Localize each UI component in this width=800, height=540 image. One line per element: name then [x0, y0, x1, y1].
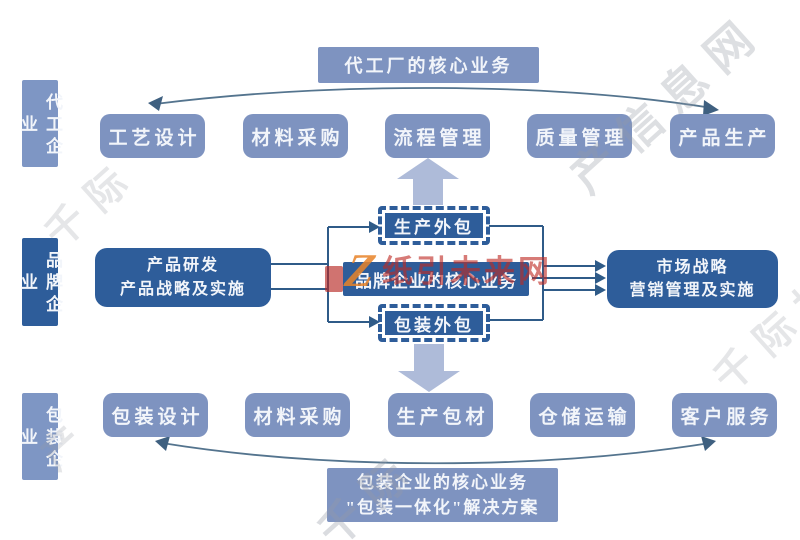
bottom-fan-arc: [161, 442, 711, 465]
up-block-arrow: [397, 158, 459, 205]
category-oem-enterprise: 代工企业: [18, 80, 62, 167]
top-fan-right-arrowhead: [703, 100, 719, 116]
brand-left-line1: 产品研发: [146, 257, 219, 275]
packaging-item-package-design: 包装设计: [103, 393, 208, 437]
oem-core-business-header: 代工厂的核心业务: [318, 47, 539, 83]
category-brand-enterprise: 品牌企业: [18, 238, 62, 326]
category-packaging-enterprise: 包装企业: [18, 393, 62, 480]
brand-left-line2: 产品战略及实施: [119, 280, 246, 298]
packaging-core-business-footer: 包装企业的核心业务 "包装一体化"解决方案: [327, 468, 558, 522]
outsourcing-packaging-stamp: 包装外包: [378, 304, 490, 342]
brand-left-rd-strategy-box: 产品研发 产品战略及实施: [95, 248, 271, 307]
bottom-fan-left-arrowhead: [155, 436, 170, 451]
packaging-item-production-packaging-material: 生产包材: [388, 393, 493, 437]
right-branch-arrowhead-1: [595, 260, 606, 272]
packaging-item-material-procurement: 材料采购: [245, 393, 350, 437]
left-branch-top-arrowhead: [369, 221, 380, 233]
oem-item-product-production: 产品生产: [670, 114, 775, 158]
brand-right-line2: 营销管理及实施: [629, 282, 756, 299]
outsourcing-production-stamp: 生产外包: [378, 206, 490, 245]
down-block-arrow: [398, 344, 460, 392]
top-fan-arc: [154, 87, 713, 109]
top-fan-left-arrowhead: [148, 96, 163, 111]
oem-item-quality-management: 质量管理: [527, 114, 632, 158]
packaging-footer-line2: "包装一体化"解决方案: [345, 498, 540, 517]
packaging-footer-line1: 包装企业的核心业务: [357, 472, 528, 492]
packaging-item-customer-service: 客户服务: [672, 393, 777, 437]
oem-item-process-design: 工艺设计: [100, 114, 205, 158]
right-branch-arrowhead-3: [595, 284, 606, 296]
brand-right-line1: 市场战略: [656, 258, 729, 276]
brand-right-market-strategy-box: 市场战略 营销管理及实施: [607, 250, 778, 308]
bottom-fan-right-arrowhead: [701, 436, 716, 451]
left-branch-bottom-arrowhead: [369, 316, 380, 328]
right-branch-lines: [489, 225, 596, 321]
packaging-item-warehouse-logistics: 仓储运输: [530, 393, 635, 437]
oem-item-material-procurement: 材料采购: [243, 114, 348, 158]
brand-core-business-box: 品牌企业的核心业务: [343, 262, 529, 296]
oem-item-process-management: 流程管理: [385, 114, 490, 158]
right-branch-arrowhead-2: [595, 272, 606, 284]
